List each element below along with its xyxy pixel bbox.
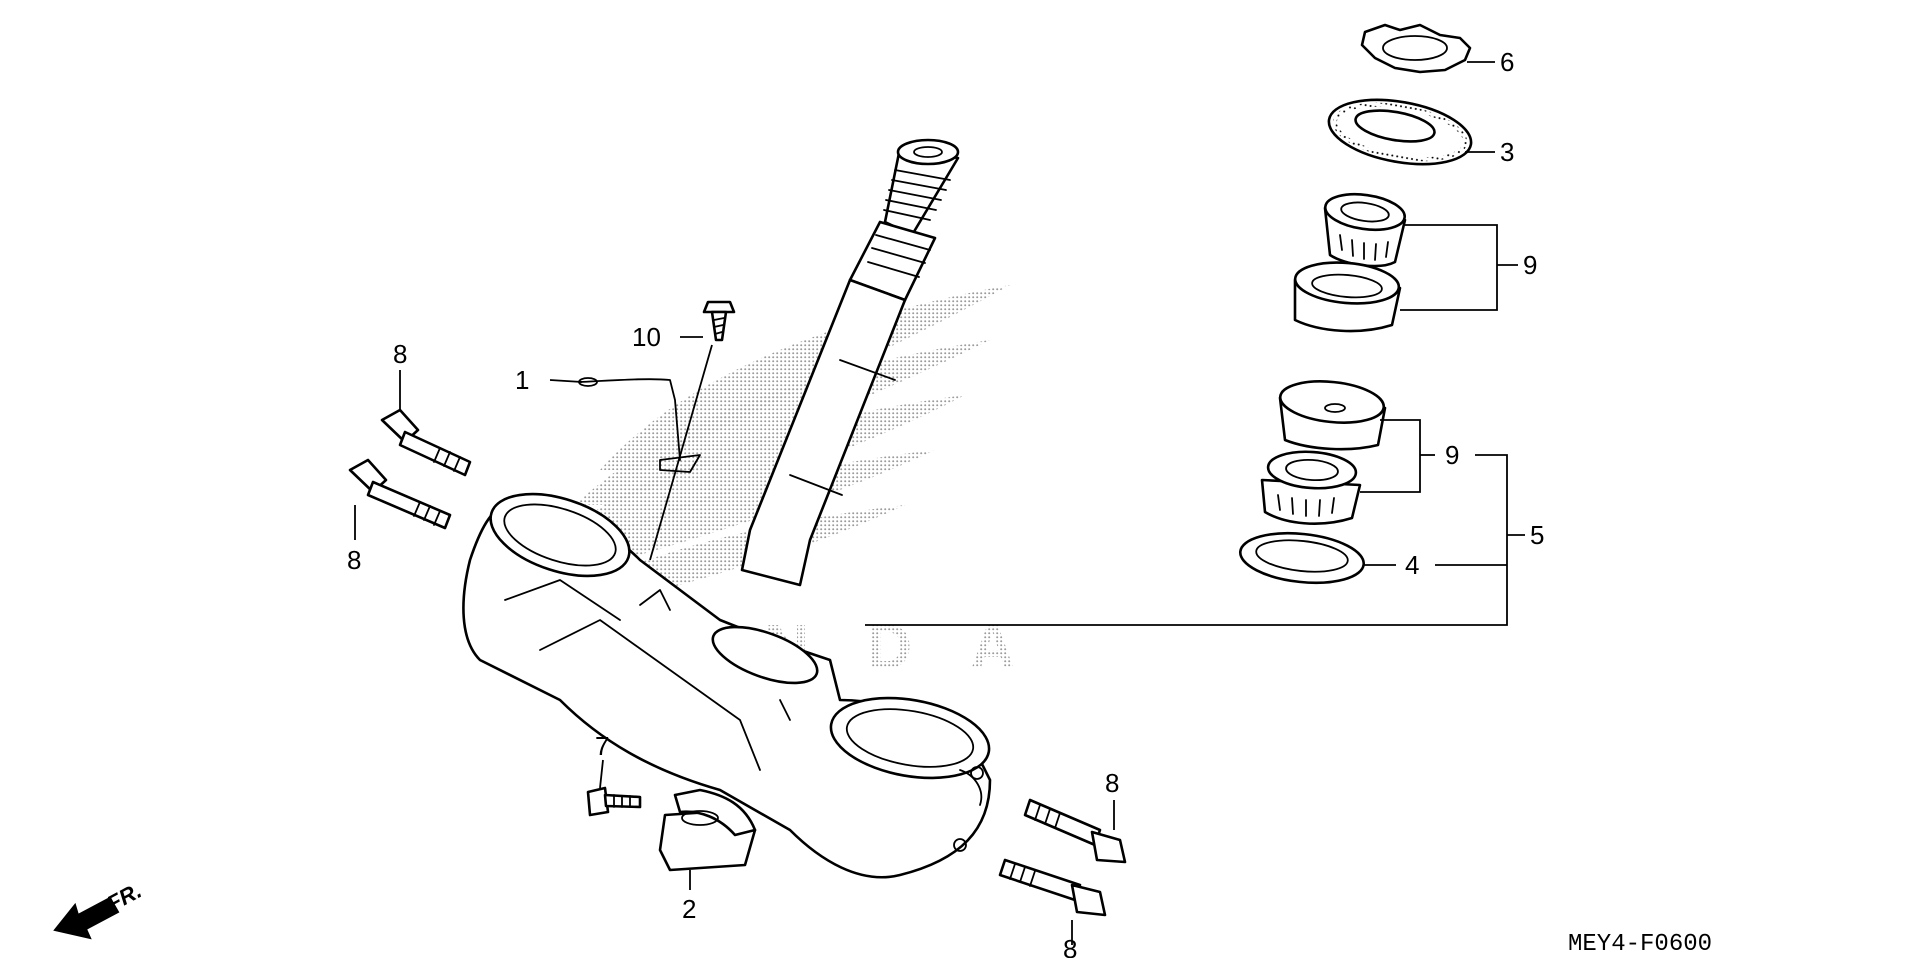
callout-8-bottom-a: 8: [1105, 768, 1119, 798]
leader-lines: [354, 61, 1525, 945]
callout-8-top-b: 8: [347, 545, 361, 575]
bolt-part-7: [586, 786, 642, 817]
bearing-part-9-upper: [1293, 192, 1407, 333]
callout-4: 4: [1405, 550, 1419, 580]
callout-3: 3: [1500, 137, 1514, 167]
callout-1: 1: [515, 365, 529, 395]
dust-seal-part-4: [1238, 531, 1366, 585]
lock-nut-part-6: [1360, 23, 1472, 74]
dust-seal-part-3: [1327, 98, 1473, 166]
callout-5: 5: [1530, 520, 1544, 550]
diagram-code: MEY4-F0600: [1568, 931, 1712, 958]
callout-labels: 6 3 9 9 5 4 10 1 8 8 8 8 7 2: [347, 47, 1544, 958]
callout-8-top-a: 8: [393, 339, 407, 369]
screw-part-10: [702, 300, 736, 342]
callout-10: 10: [632, 322, 661, 352]
bolt-part-8-bottom-b: [998, 858, 1107, 917]
bolt-part-8-top-a: [380, 408, 472, 477]
callout-2: 2: [682, 894, 696, 924]
callout-6: 6: [1500, 47, 1514, 77]
callout-7: 7: [595, 731, 609, 761]
bearing-part-9-lower: [1260, 380, 1387, 525]
callout-9-lower: 9: [1445, 440, 1459, 470]
bolt-part-8-bottom-a: [1023, 798, 1127, 864]
callout-9-upper: 9: [1523, 250, 1537, 280]
bolt-part-8-top-b: [348, 458, 452, 530]
callout-8-bottom-b: 8: [1063, 934, 1077, 958]
steering-stem: [462, 138, 992, 879]
front-direction-arrow: FR.: [53, 878, 146, 940]
clamp-part-2: [658, 788, 757, 872]
